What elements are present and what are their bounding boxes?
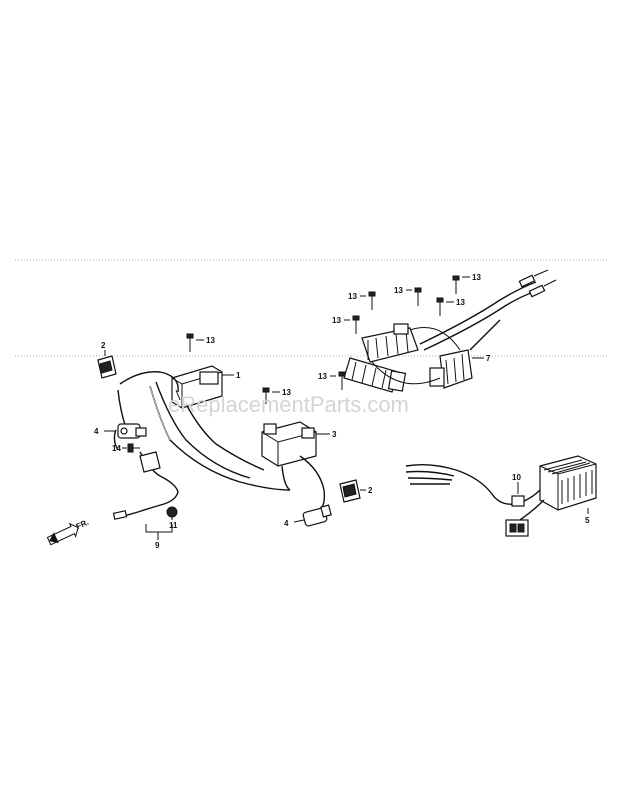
callout-14: 14	[112, 444, 121, 453]
callout-5: 5	[585, 516, 590, 525]
callout-13-h: 13	[282, 388, 291, 397]
callout-11: 11	[169, 521, 178, 530]
callout-4-b: 4	[284, 519, 289, 528]
regulator-rectifier[interactable]	[539, 455, 597, 511]
callout-13-f: 13	[318, 372, 327, 381]
plug-cap-4-center[interactable]	[302, 504, 332, 527]
callout-3: 3	[332, 430, 337, 439]
callout-13-g: 13	[206, 336, 215, 345]
callout-13-c: 13	[472, 273, 481, 282]
ground-terminal[interactable]	[112, 510, 139, 520]
callout-13-a: 13	[348, 292, 357, 301]
connector-switch[interactable]	[139, 451, 161, 473]
front-label: FR.	[75, 518, 90, 532]
ignition-coil-secondary[interactable]	[261, 421, 326, 513]
watermark-text: eReplacementParts.com	[168, 392, 409, 417]
screw-14[interactable]	[127, 443, 140, 453]
bolt-13-ignition[interactable]	[186, 333, 194, 352]
ignition-coil[interactable]	[171, 365, 223, 409]
wire-harness[interactable]	[113, 371, 291, 513]
plug-cap-4-left[interactable]	[117, 423, 147, 439]
stator-coil-assembly[interactable]	[343, 269, 557, 393]
callout-9: 9	[155, 541, 160, 550]
cap-2-right[interactable]	[339, 479, 361, 503]
front-arrow-icon	[46, 522, 79, 546]
callout-2-a: 2	[101, 341, 106, 350]
callout-1: 1	[236, 371, 241, 380]
callout-13-d: 13	[456, 298, 465, 307]
callout-4-a: 4	[94, 427, 99, 436]
callout-7: 7	[486, 354, 491, 363]
bolt-13-center[interactable]	[262, 387, 270, 404]
callout-2-b: 2	[368, 486, 373, 495]
grommet-11[interactable]	[166, 506, 178, 518]
callout-10: 10	[512, 473, 521, 482]
cap-2-left[interactable]	[97, 355, 117, 379]
connector-10[interactable]	[511, 495, 525, 507]
regulator-harness[interactable]	[405, 463, 545, 521]
coupler-connector[interactable]	[505, 519, 529, 537]
callout-13-b: 13	[394, 286, 403, 295]
bolt-13-group-stator[interactable]	[338, 275, 460, 390]
callout-13-e: 13	[332, 316, 341, 325]
